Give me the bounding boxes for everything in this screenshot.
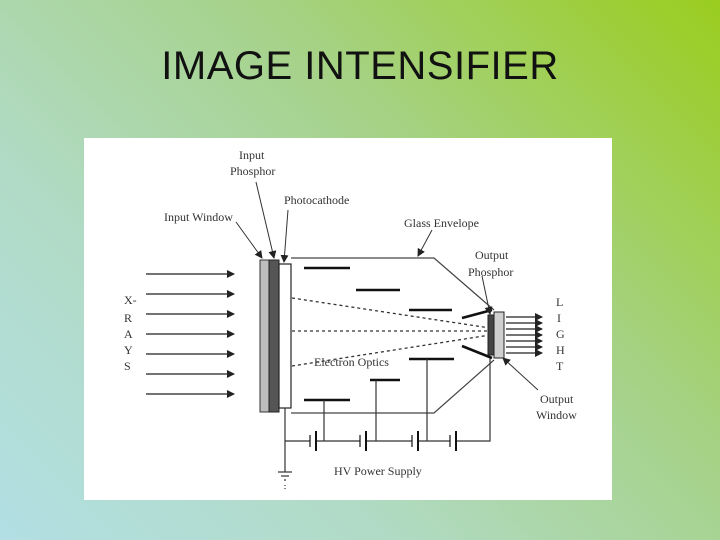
image-intensifier-diagram: X- R A Y S [84,138,612,500]
input-phosphor-label: Input [239,148,265,162]
input-phosphor-label: Phosphor [230,164,275,178]
output-window-label: Window [536,408,577,422]
ground-icon [278,471,292,490]
electron-optics-plates [304,266,454,402]
hv-battery-cells [309,431,457,451]
xray-arrows [146,270,235,398]
input-window [259,259,270,413]
electron-optics-label: Electron Optics [314,355,389,369]
xrays-label: X- R A Y S [124,293,137,373]
photocathode [278,263,292,409]
output-phosphor-label: Phosphor [468,265,513,279]
output-phosphor [487,314,495,356]
light-letter: L [556,295,563,309]
output-window [493,311,505,359]
photocathode-label: Photocathode [284,193,349,207]
input-window-label: Input Window [164,210,233,224]
diagram-canvas: X- R A Y S [124,148,577,490]
light-letter: T [556,359,564,373]
hv-wiring [284,358,491,472]
slide-title: IMAGE INTENSIFIER [161,44,559,88]
input-phosphor [268,259,280,413]
output-phosphor-label: Output [475,248,509,262]
xrays-letter: X- [124,293,137,307]
xrays-letter: S [124,359,131,373]
output-window-label: Output [540,392,574,406]
light-letter: I [557,311,561,325]
light-letter: G [556,327,565,341]
electron-beams [291,297,491,367]
light-label: L I G H T [556,295,565,373]
xrays-letter: R [124,311,132,325]
callout-leaders [235,181,539,391]
glass-envelope-label: Glass Envelope [404,216,479,230]
light-rays [506,313,543,357]
hv-power-supply-label: HV Power Supply [334,464,422,478]
glass-envelope [291,257,495,414]
xrays-letter: A [124,327,133,341]
xrays-letter: Y [124,343,133,357]
light-letter: H [556,343,565,357]
